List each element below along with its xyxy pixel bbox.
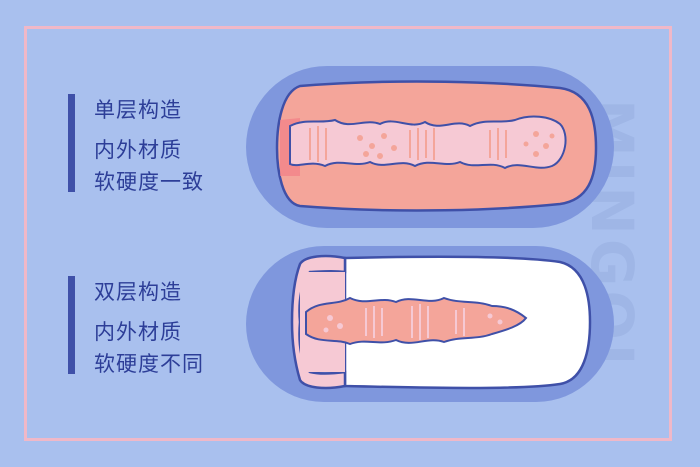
top-inner-texture (309, 126, 507, 162)
bottom-inner-texture (365, 304, 465, 340)
bottom-inner-bumps (323, 313, 503, 333)
description-line-1: 内外材质 (94, 138, 182, 162)
single-layer-illustration (246, 66, 614, 228)
accent-bar (68, 276, 75, 374)
description-line-2: 软硬度一致 (94, 170, 204, 194)
description-title: 单层构造 (94, 98, 182, 122)
accent-bar (68, 94, 75, 192)
description-line-2: 软硬度不同 (94, 352, 204, 376)
description-title: 双层构造 (94, 280, 182, 304)
top-inner-bumps (357, 131, 555, 159)
double-layer-illustration (246, 246, 614, 402)
top-inner-channel (289, 115, 567, 170)
description-line-1: 内外材质 (94, 320, 182, 344)
bottom-inner-channel (305, 296, 528, 346)
border-frame (24, 26, 672, 441)
